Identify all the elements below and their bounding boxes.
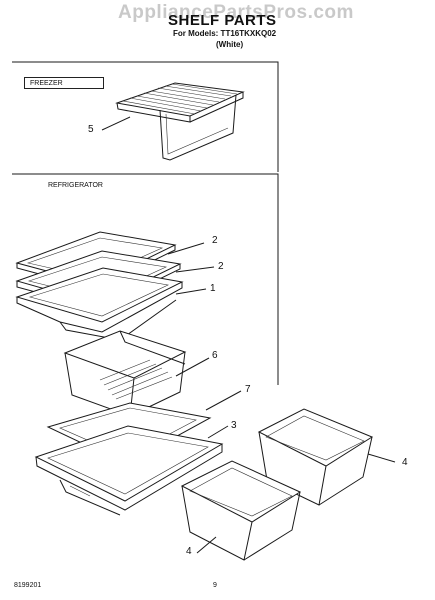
crisper-drawer-lower bbox=[180, 460, 302, 561]
freezer-section-frame bbox=[12, 61, 279, 172]
crisper-cover-frame bbox=[34, 425, 224, 516]
callout-6: 6 bbox=[212, 350, 218, 361]
freezer-wire-shelf bbox=[115, 82, 245, 161]
callout-4-lower: 4 bbox=[186, 546, 192, 557]
crisper-drawer-small bbox=[63, 330, 187, 417]
callout-leaders bbox=[101, 116, 396, 554]
watermark-logo: AppliancePartsPros.com bbox=[118, 2, 354, 23]
model-numbers: For Models: TT16TKXKQ02 bbox=[173, 29, 277, 38]
callout-3: 3 bbox=[231, 420, 237, 431]
refrigerator-section-label: REFRIGERATOR bbox=[48, 182, 103, 189]
callout-7: 7 bbox=[245, 384, 251, 395]
model-color: (White) bbox=[216, 40, 244, 49]
callout-1: 1 bbox=[210, 283, 216, 294]
callout-2-lower: 2 bbox=[218, 261, 224, 272]
callout-2-upper: 2 bbox=[212, 235, 218, 246]
callout-5: 5 bbox=[88, 124, 94, 135]
freezer-section-label: FREEZER bbox=[24, 77, 104, 89]
glass-shelf-lower bbox=[15, 267, 184, 341]
document-number: 8199201 bbox=[14, 582, 42, 589]
callout-4-right: 4 bbox=[402, 457, 408, 468]
refrigerator-section-frame bbox=[12, 173, 279, 385]
page-title: SHELF PARTS bbox=[168, 12, 277, 29]
page-number: 9 bbox=[213, 582, 217, 589]
